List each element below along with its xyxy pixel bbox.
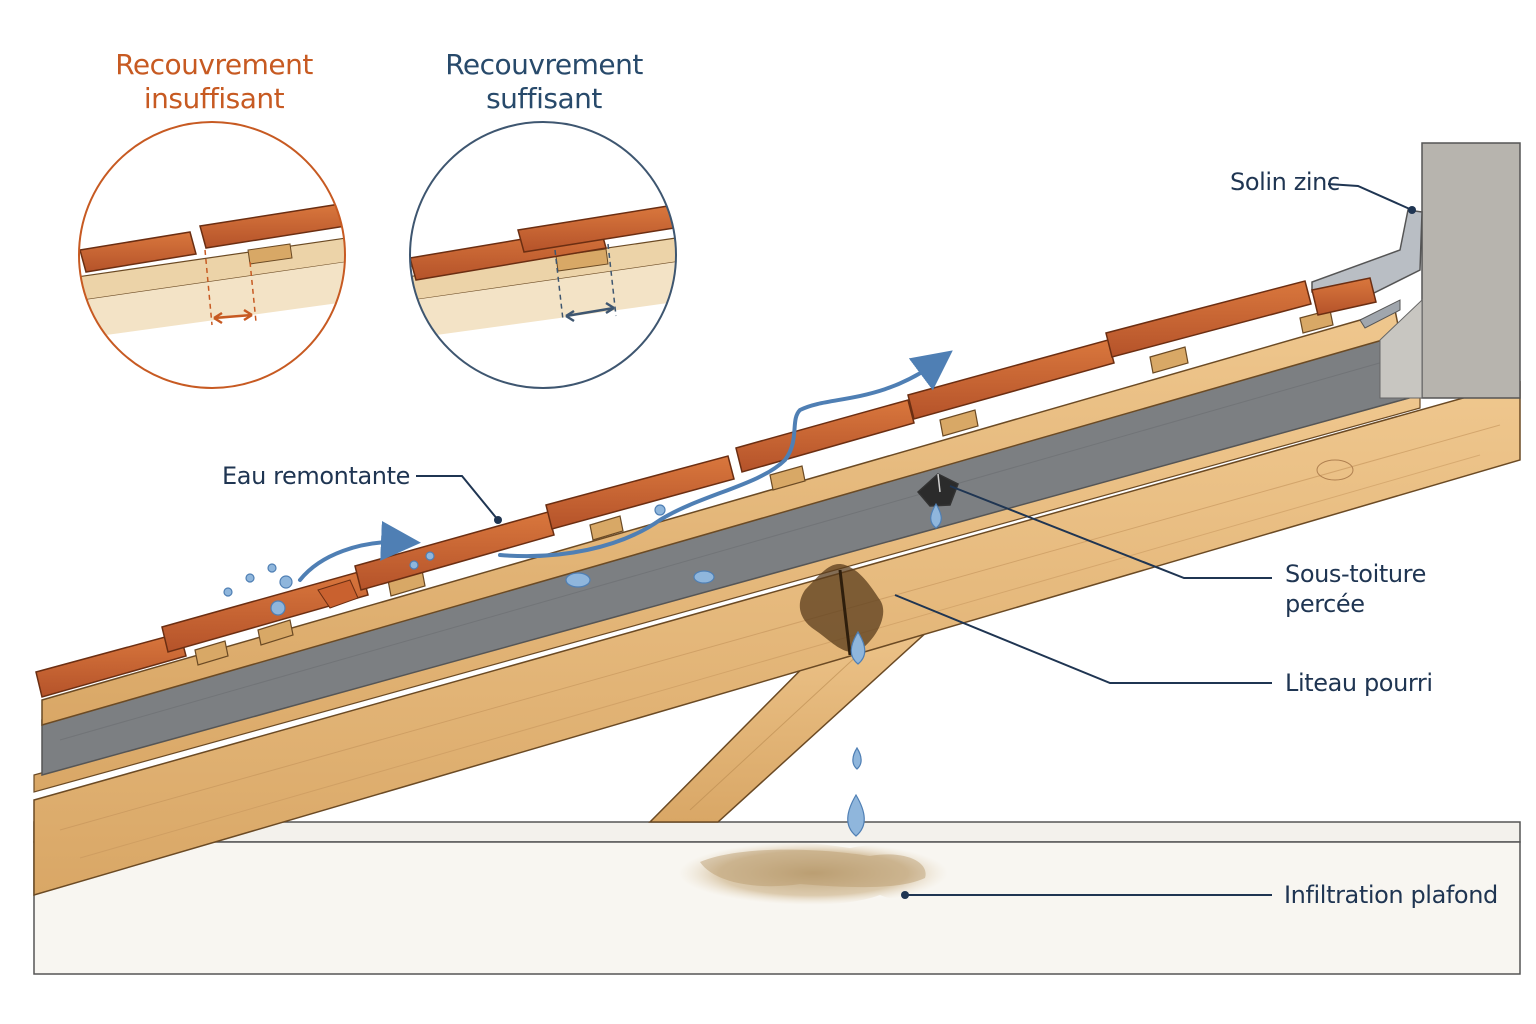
water-drop (654, 504, 666, 516)
leader-line-flashing (1327, 183, 1413, 211)
label-ceiling-leak: Infiltration plafond (1284, 881, 1498, 909)
water-flow-arrow (298, 520, 421, 582)
inset-title-sufficient: Recouvrement suffisant (404, 48, 684, 116)
debris (317, 579, 359, 609)
battens (194, 309, 1334, 666)
label-pierced-underlay: Sous-toiture percée (1285, 560, 1426, 618)
water-drop (223, 587, 233, 597)
water-drop (852, 746, 862, 770)
roof-tiles (35, 277, 1377, 698)
underlay-membrane (41, 334, 1422, 776)
counter-batten (33, 394, 1421, 793)
underlay-hole (916, 473, 959, 507)
water-drop (847, 793, 865, 837)
water-drop (850, 630, 866, 665)
label-rotten-batten: Liteau pourri (1285, 669, 1433, 697)
leader-line-underlay (949, 485, 1272, 579)
rafter (33, 381, 1521, 897)
water-stain (678, 841, 949, 905)
water-flow-arrow (498, 350, 953, 559)
label-rising-water: Eau remontante (222, 462, 410, 490)
inset-title-insufficient: Recouvrement insuffisant (74, 48, 354, 116)
tile (907, 339, 1115, 420)
tile (735, 399, 915, 473)
label-flashing: Solin zinc (1230, 168, 1340, 196)
masonry-wall (1379, 142, 1521, 399)
water-drop (245, 573, 255, 583)
inset-insufficient-overlap (78, 121, 346, 389)
leader-line-batten (894, 594, 1272, 684)
inset-title-insufficient-text: Recouvrement insuffisant (115, 48, 313, 115)
tile (35, 632, 187, 698)
tile (545, 455, 735, 530)
water-drop (425, 551, 435, 561)
tile (1105, 280, 1312, 358)
tile (161, 570, 369, 653)
water-drop (693, 570, 715, 584)
tile (1311, 277, 1377, 316)
water-flow-arrows (298, 350, 953, 582)
leader-line-rising-water (416, 475, 499, 521)
water-drop (270, 600, 286, 616)
ceiling (33, 821, 1521, 975)
leader-lines (416, 183, 1413, 896)
water-drop (565, 572, 591, 588)
tile (354, 511, 555, 591)
water-drop (279, 575, 293, 589)
inset-sufficient-overlap (409, 121, 677, 389)
rotten-wood (799, 564, 884, 656)
water-drop (930, 502, 942, 529)
water-drops (223, 502, 942, 837)
leader-dots (494, 206, 1416, 899)
water-drop (409, 560, 419, 570)
inset-title-sufficient-text: Recouvrement suffisant (445, 48, 643, 115)
water-drop (267, 563, 277, 573)
